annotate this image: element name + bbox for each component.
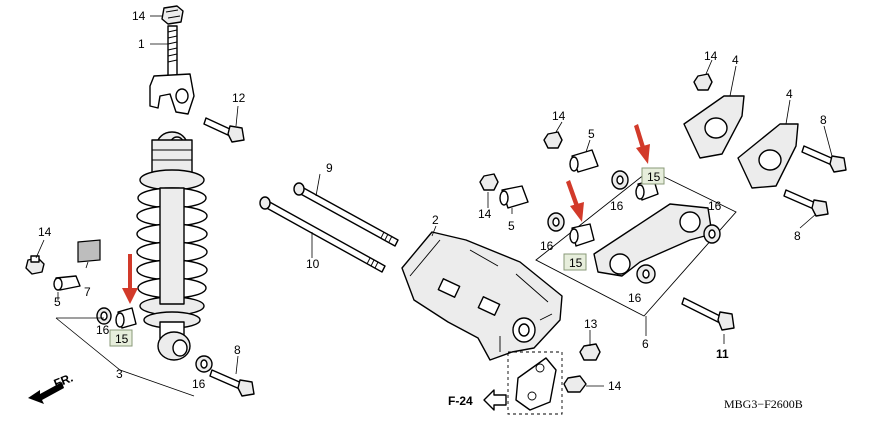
collar-5-left bbox=[53, 275, 81, 291]
long-bolt-9 bbox=[293, 182, 399, 247]
callout-5: 5 bbox=[588, 127, 595, 141]
callout-5: 5 bbox=[54, 295, 61, 309]
seal-16-left bbox=[96, 307, 112, 325]
callout-2: 2 bbox=[432, 213, 439, 227]
collar-15-left bbox=[115, 307, 137, 329]
callout-16: 16 bbox=[192, 377, 206, 391]
callout-15: 15 bbox=[115, 332, 129, 346]
callout-14: 14 bbox=[132, 9, 146, 23]
callout-14: 14 bbox=[608, 379, 622, 393]
callout-14: 14 bbox=[704, 49, 718, 63]
red-arrow-left bbox=[122, 254, 138, 304]
link-arm-6 bbox=[593, 203, 713, 277]
callout-5: 5 bbox=[508, 219, 515, 233]
seal-16-lower bbox=[195, 355, 213, 373]
callout-4: 4 bbox=[786, 87, 793, 101]
shock-bracket bbox=[401, 231, 563, 361]
callout-14: 14 bbox=[552, 109, 566, 123]
shock-bottom-eye bbox=[157, 331, 191, 361]
callout-8: 8 bbox=[820, 113, 827, 127]
callout-box-15-middle bbox=[563, 253, 587, 271]
bolt-8-lower bbox=[209, 369, 255, 397]
nut-13 bbox=[579, 343, 601, 361]
bolt-8-b bbox=[783, 189, 829, 217]
callout-3: 3 bbox=[116, 367, 123, 381]
callout-labels: 14 1 12 14 7 5 16 15 3 8 16 9 10 2 14 5 … bbox=[38, 9, 827, 393]
callout-16: 16 bbox=[628, 291, 642, 305]
callout-9: 9 bbox=[326, 161, 333, 175]
callout-1: 1 bbox=[138, 37, 145, 51]
reference-subassembly bbox=[507, 351, 563, 415]
seal-16-d bbox=[636, 264, 656, 284]
reference-arrow bbox=[483, 389, 507, 411]
grease-nipple-b bbox=[543, 131, 563, 149]
callout-14: 14 bbox=[38, 225, 52, 239]
grease-nipple-d bbox=[693, 73, 713, 91]
callout-8: 8 bbox=[794, 229, 801, 243]
bolt-14-lower bbox=[563, 375, 587, 393]
seal-16-c bbox=[703, 224, 721, 244]
shock-absorber bbox=[136, 5, 208, 361]
callout-16: 16 bbox=[610, 199, 624, 213]
collar-5-b bbox=[569, 149, 599, 173]
callout-14: 14 bbox=[478, 207, 492, 221]
red-arrow-right bbox=[634, 124, 650, 164]
label-sticker-7 bbox=[77, 239, 101, 263]
callout-box-15-left bbox=[109, 329, 133, 347]
callout-8: 8 bbox=[234, 343, 241, 357]
grease-nipple-left bbox=[25, 255, 45, 275]
shock-spring bbox=[136, 169, 208, 316]
callout-6: 6 bbox=[642, 337, 649, 351]
bolt-8-a bbox=[801, 145, 847, 173]
linkage-box bbox=[535, 169, 737, 317]
seal-16-b bbox=[547, 212, 565, 232]
upper-clevis bbox=[149, 73, 195, 115]
callout-16: 16 bbox=[708, 199, 722, 213]
leader-lines bbox=[35, 15, 833, 397]
callout-7: 7 bbox=[84, 285, 91, 299]
callout-16: 16 bbox=[540, 239, 554, 253]
callout-16: 16 bbox=[96, 323, 110, 337]
plate-4-b bbox=[737, 123, 799, 189]
callout-15: 15 bbox=[569, 256, 583, 270]
plate-4-a bbox=[683, 95, 745, 159]
callout-13: 13 bbox=[584, 317, 598, 331]
grease-nipple-c bbox=[479, 173, 499, 191]
collar-15-b bbox=[569, 223, 595, 247]
front-label: FR. bbox=[52, 371, 75, 391]
callout-box-15-right bbox=[641, 167, 665, 185]
callout-15: 15 bbox=[647, 170, 661, 184]
threaded-rod bbox=[167, 25, 178, 79]
red-arrow-middle bbox=[566, 180, 584, 222]
diagram-code: MBG3−F2600B bbox=[724, 397, 803, 411]
long-bolt-10 bbox=[259, 196, 386, 273]
callout-10: 10 bbox=[306, 257, 320, 271]
shock-body bbox=[151, 139, 193, 179]
highlight-arrows bbox=[122, 124, 650, 304]
seal-16-a bbox=[611, 170, 629, 190]
callout-4: 4 bbox=[732, 53, 739, 67]
reference-page-label: F-24 bbox=[448, 394, 473, 408]
collar-5-c bbox=[499, 185, 529, 209]
callout-12: 12 bbox=[232, 91, 246, 105]
bolt-11 bbox=[681, 297, 735, 331]
cap-nut bbox=[161, 5, 184, 25]
callout-11: 11 bbox=[716, 347, 729, 361]
bolt-12 bbox=[203, 117, 245, 143]
front-direction-arrow bbox=[28, 382, 64, 404]
